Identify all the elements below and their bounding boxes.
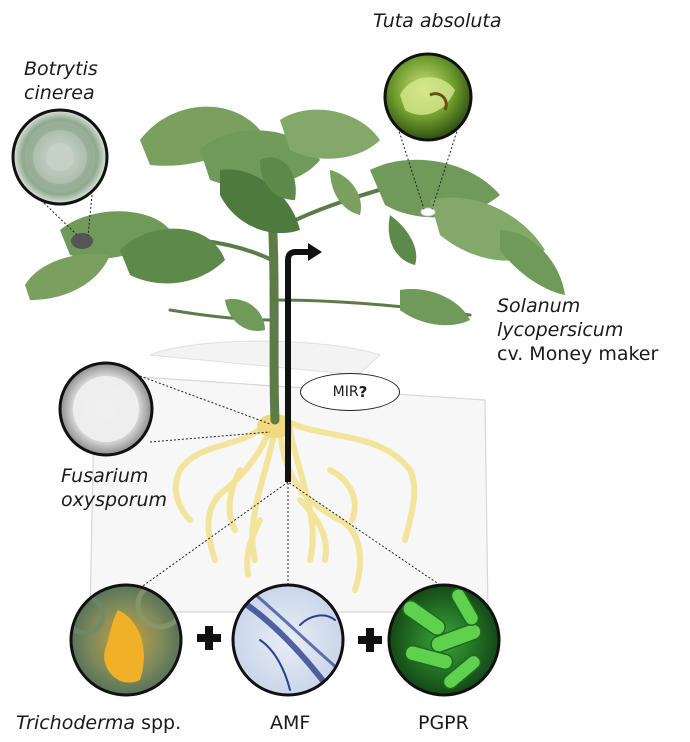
label-tuta-absoluta: Tuta absoluta <box>373 10 502 32</box>
label-trichoderma: Trichoderma spp. <box>16 712 181 734</box>
label-botrytis-line2: cinerea <box>24 82 95 104</box>
label-pgpr: PGPR <box>418 712 469 734</box>
botrytis-petri-image <box>13 110 107 204</box>
tuta-absoluta-image <box>385 54 471 140</box>
trichoderma-image <box>67 583 182 695</box>
mir-question-mark: ? <box>359 383 368 401</box>
tuta-lesion <box>421 208 435 216</box>
plant-foliage <box>25 107 565 331</box>
mir-bubble: MIR? <box>300 373 400 411</box>
plus-icon <box>197 626 221 650</box>
label-amf: AMF <box>270 712 310 734</box>
amf-image <box>233 585 345 695</box>
botrytis-lesion <box>71 233 93 249</box>
label-fusarium-line1: Fusarium <box>61 465 148 487</box>
mir-text: MIR <box>333 384 359 400</box>
label-trichoderma-spp: spp. <box>135 712 181 734</box>
fusarium-petri-image <box>60 363 152 455</box>
label-trichoderma-genus: Trichoderma <box>16 712 135 734</box>
plus-icon <box>358 628 382 652</box>
label-solanum-line1: Solanum <box>497 295 580 317</box>
label-botrytis-line1: Botrytis <box>24 58 98 80</box>
pgpr-image <box>389 585 499 695</box>
label-solanum-line3: cv. Money maker <box>497 343 658 365</box>
label-solanum-line2: lycopersicum <box>497 319 623 341</box>
label-fusarium-line2: oxysporum <box>61 489 167 511</box>
